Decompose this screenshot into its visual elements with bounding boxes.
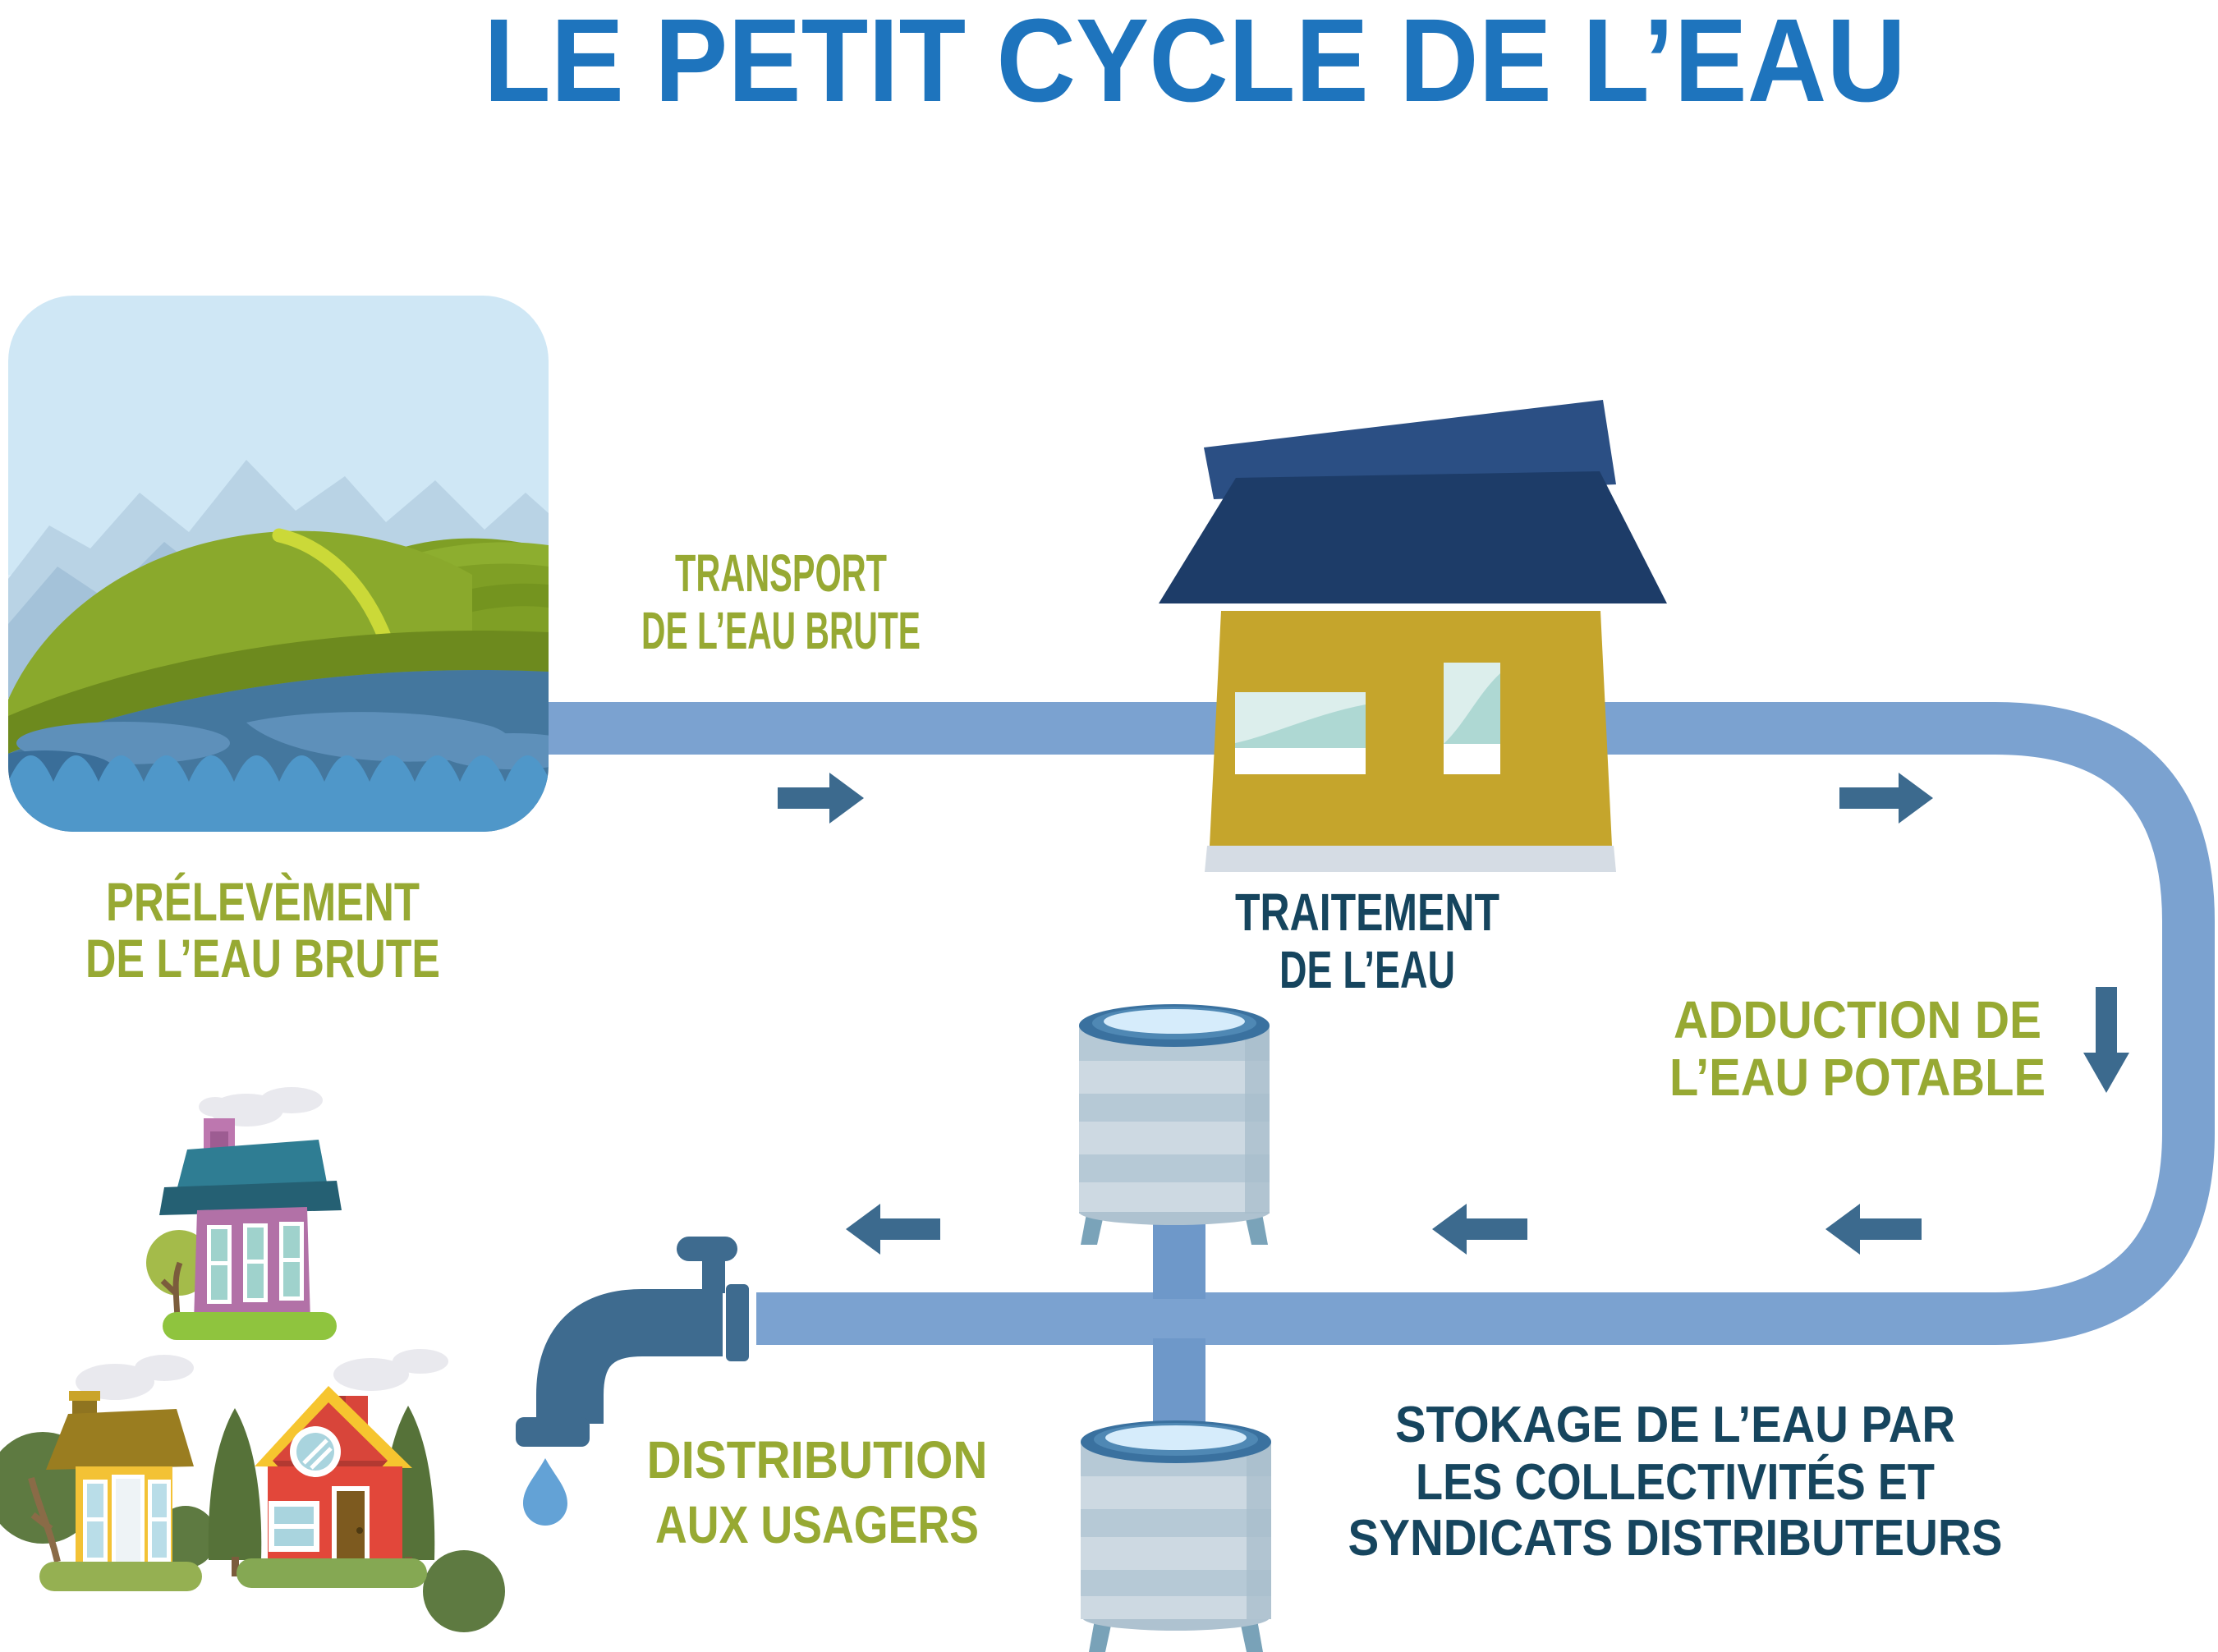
- plant-base: [1205, 846, 1616, 872]
- water-waves: [8, 755, 549, 832]
- water-drop-icon: [523, 1458, 567, 1526]
- label-transport: TRANSPORT DE L’EAU BRUTE: [641, 544, 921, 660]
- field-path: [272, 528, 392, 644]
- chimney-detail: [210, 1131, 228, 1148]
- house-red: [208, 1386, 505, 1632]
- label-distribution: DISTRIBUTION AUX USAGERS: [647, 1430, 988, 1554]
- label-adduction-line1: ADDUCTION DE: [1674, 990, 2041, 1049]
- windows: [83, 1475, 171, 1567]
- label-adduction-line2: L’EAU POTABLE: [1669, 1048, 2046, 1107]
- flow-arrow-left-icon: [1825, 1204, 1922, 1255]
- water-tank-upper: [1079, 1004, 1270, 1245]
- tank-body: [1079, 1026, 1270, 1214]
- label-transport-line1: TRANSPORT: [675, 544, 887, 603]
- tank-shade: [1247, 1442, 1271, 1619]
- label-prelevement-line1: PRÉLEVÈMENT: [106, 871, 420, 932]
- tank-shade: [1245, 1026, 1270, 1214]
- tank-stripe: [1079, 1182, 1270, 1212]
- tree-trunk: [28, 1476, 61, 1563]
- grass: [39, 1562, 202, 1591]
- flow-arrows: [778, 773, 2129, 1255]
- label-traitement: TRAITEMENT DE L’EAU: [1235, 883, 1499, 999]
- house-yellow: [0, 1391, 217, 1591]
- flow-arrow-down-icon: [2083, 987, 2129, 1093]
- square-window: [269, 1501, 319, 1552]
- hill-stripe: [289, 542, 549, 624]
- plant-roof: [1159, 471, 1667, 603]
- door: [332, 1486, 370, 1568]
- faucet-illustration: [516, 1237, 749, 1526]
- label-traitement-line2: DE L’EAU: [1279, 940, 1455, 999]
- label-traitement-line1: TRAITEMENT: [1235, 883, 1499, 942]
- label-stokage-line1: STOKAGE DE L’EAU PAR: [1395, 1397, 1955, 1453]
- page-title: LE PETIT CYCLE DE L’EAU: [484, 0, 1906, 126]
- tank-stripe: [1079, 1122, 1270, 1154]
- tree: [208, 1408, 262, 1560]
- label-prelevement-line2: DE L’EAU BRUTE: [85, 928, 440, 989]
- label-distribution-line1: DISTRIBUTION: [647, 1430, 988, 1489]
- faucet-valve-handle: [677, 1237, 737, 1261]
- plant-window-left: [1235, 692, 1366, 774]
- label-transport-line2: DE L’EAU BRUTE: [641, 601, 921, 660]
- houses-illustration: [0, 1087, 505, 1632]
- label-stokage-line2: LES COLLECTIVITÉS ET: [1416, 1454, 1935, 1511]
- flow-arrow-right-icon: [778, 773, 864, 824]
- windows: [207, 1222, 304, 1304]
- tank-body: [1081, 1442, 1271, 1619]
- tree-trunk: [232, 1557, 239, 1576]
- plant-wall: [1210, 611, 1612, 846]
- chimney-cap: [69, 1391, 100, 1401]
- flow-arrow-left-icon: [846, 1204, 940, 1255]
- label-stokage-line3: SYNDICATS DISTRIBUTEURS: [1348, 1510, 2003, 1567]
- water-tank-lower: [1081, 1420, 1271, 1652]
- tree-trunk: [160, 1261, 183, 1318]
- faucet-body: [536, 1289, 723, 1424]
- grass: [163, 1312, 337, 1340]
- round-window: [290, 1426, 341, 1477]
- tree: [423, 1550, 505, 1632]
- tank-stripe: [1081, 1537, 1271, 1570]
- label-adduction: ADDUCTION DE L’EAU POTABLE: [1669, 990, 2046, 1107]
- grass: [236, 1558, 427, 1588]
- treatment-plant-illustration: [1159, 400, 1667, 872]
- tank-water: [1105, 1425, 1247, 1450]
- label-stokage: STOKAGE DE L’EAU PAR LES COLLECTIVITÉS E…: [1348, 1397, 2003, 1567]
- main-pipe: [542, 702, 2215, 1345]
- label-distribution-line2: AUX USAGERS: [655, 1495, 979, 1554]
- label-prelevement: PRÉLEVÈMENT DE L’EAU BRUTE: [85, 871, 440, 989]
- raw-water-source-illustration: [8, 296, 549, 832]
- plant-window-right: [1444, 663, 1500, 774]
- tank-stripe: [1081, 1476, 1271, 1509]
- house-mauve: [146, 1118, 342, 1340]
- roof-eave: [159, 1181, 342, 1215]
- roof: [177, 1140, 327, 1187]
- tank-water: [1104, 1009, 1245, 1034]
- faucet-spout-lip: [516, 1417, 590, 1447]
- roof: [46, 1409, 194, 1470]
- tank-stripe: [1081, 1596, 1271, 1619]
- tank-stripe: [1079, 1061, 1270, 1094]
- flow-arrow-left-icon: [1432, 1204, 1527, 1255]
- flow-arrow-right-icon: [1839, 773, 1933, 824]
- shore-band: [8, 630, 549, 754]
- faucet-flange: [726, 1284, 749, 1361]
